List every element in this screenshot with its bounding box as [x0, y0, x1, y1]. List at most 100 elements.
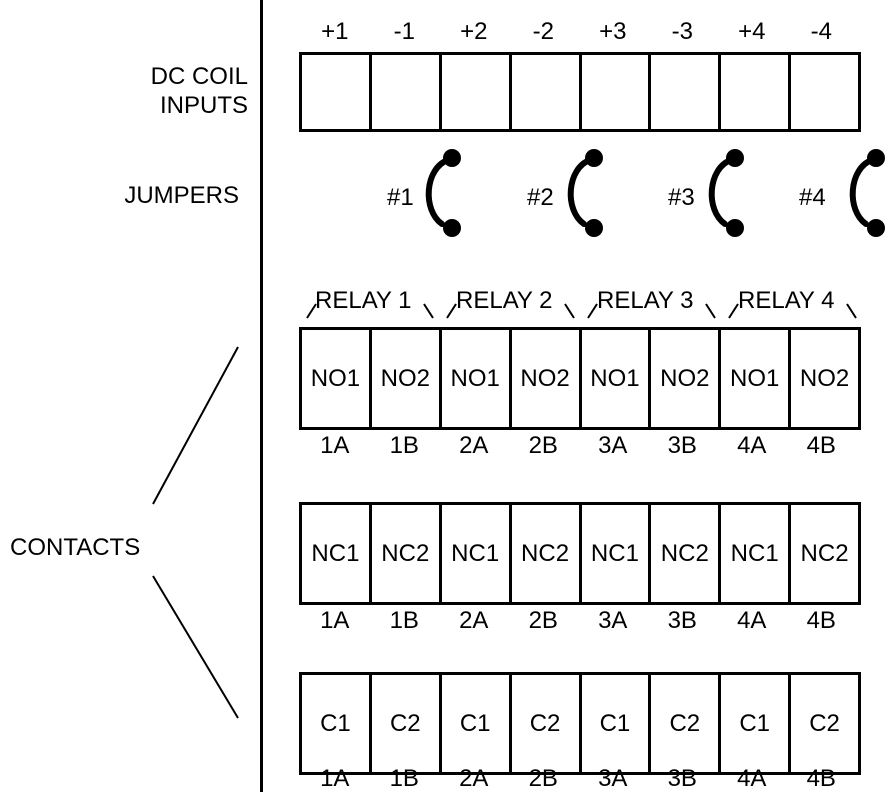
coil-terminal-label: -2: [532, 18, 554, 45]
jumper-pin: [726, 219, 744, 237]
coil-terminal[interactable]: [368, 55, 439, 129]
contact-sublabel: 2A: [459, 432, 489, 459]
contact-sublabel: 1B: [389, 607, 419, 634]
nc-contacts-block: NC1 NC2 NC1 NC2 NC1 NC2 NC1 NC2: [299, 502, 861, 605]
dc-coil-line2: INPUTS: [159, 92, 248, 119]
relay-bracket-tick: [446, 303, 457, 319]
no-contacts-block: NO1 NO2 NO1 NO2 NO1 NO2 NO1 NO2: [299, 327, 861, 430]
contact-sublabel: 2B: [528, 765, 558, 792]
relay-bracket-tick: [728, 303, 739, 319]
common-contact-terminal[interactable]: C1: [718, 675, 788, 772]
no-contact-terminal[interactable]: NO1: [718, 330, 788, 427]
coil-terminal-label: +3: [599, 18, 627, 45]
no-contact-terminal[interactable]: NO1: [578, 330, 649, 427]
coil-terminal[interactable]: [438, 55, 509, 129]
common-contact-terminal[interactable]: C2: [788, 675, 858, 772]
contacts-label: CONTACTS: [10, 534, 141, 561]
jumper-pin: [585, 149, 603, 167]
jumper-pin: [726, 149, 744, 167]
relay-label: RELAY 3: [597, 287, 694, 314]
relay-label: RELAY 4: [738, 287, 835, 314]
no-contact-terminal[interactable]: NO2: [508, 330, 579, 427]
coil-terminal-label: -3: [671, 18, 693, 45]
contact-sublabel: 1A: [320, 765, 350, 792]
contact-sublabel: 3A: [598, 607, 628, 634]
coil-terminal-label: +1: [321, 18, 349, 45]
coil-terminal-label: -1: [393, 18, 415, 45]
coil-terminal[interactable]: [648, 55, 718, 129]
relay-bracket-tick: [423, 303, 434, 319]
common-contact-terminal[interactable]: C1: [320, 709, 351, 737]
no-contact-terminal[interactable]: NO1: [310, 364, 361, 392]
common-contact-terminal[interactable]: C2: [368, 675, 439, 772]
contact-sublabel: 4A: [737, 765, 767, 792]
relay-bracket-tick: [306, 303, 317, 319]
contact-sublabel: 1A: [320, 607, 350, 634]
jumper-wire: [849, 157, 875, 227]
contact-sublabel: 2A: [459, 765, 489, 792]
contact-sublabel: 4A: [737, 432, 767, 459]
relay-label: RELAY 2: [456, 287, 553, 314]
jumpers-label: JUMPERS: [124, 182, 239, 209]
contact-sublabel: 2A: [459, 607, 489, 634]
contact-sublabel: 4A: [737, 607, 767, 634]
no-contact-terminal[interactable]: NO2: [788, 330, 858, 427]
jumper-wire: [708, 157, 734, 227]
relay-bracket-tick: [587, 303, 598, 319]
jumper-pin: [585, 219, 603, 237]
coil-terminal[interactable]: [508, 55, 579, 129]
contact-sublabel: 3A: [598, 765, 628, 792]
jumper-wire: [567, 157, 593, 227]
jumper-label: #4: [799, 184, 826, 211]
contact-sublabel: 1A: [320, 432, 350, 459]
common-contact-sublabels: 1A 1B 2A 2B 3A 3B 4A 4B: [300, 765, 856, 793]
jumper-pin: [867, 219, 885, 237]
no-contact-terminal[interactable]: NO2: [368, 330, 439, 427]
nc-contact-sublabels: 1A 1B 2A 2B 3A 3B 4A 4B: [300, 607, 856, 635]
contact-sublabel: 1B: [389, 432, 419, 459]
nc-contact-terminal[interactable]: NC1: [311, 539, 360, 567]
contact-sublabel: 2B: [528, 432, 558, 459]
common-contacts-block: C1 C2 C1 C2 C1 C2 C1 C2: [299, 672, 861, 775]
no-contact-terminal[interactable]: NO2: [648, 330, 718, 427]
contact-sublabel: 3B: [667, 765, 697, 792]
contact-sublabel: 3B: [667, 432, 697, 459]
nc-contact-terminal[interactable]: NC1: [578, 505, 649, 602]
common-contact-terminal[interactable]: C1: [438, 675, 509, 772]
coil-terminal-labels: +1 -1 +2 -2 +3 -3 +4 -4: [300, 18, 856, 46]
contact-sublabel: 2B: [528, 607, 558, 634]
nc-contact-terminal[interactable]: NC1: [438, 505, 509, 602]
nc-contact-terminal[interactable]: NC2: [788, 505, 858, 602]
contacts-pointer-line: [152, 575, 239, 719]
jumper-label: #2: [527, 184, 554, 211]
nc-contact-terminal[interactable]: NC2: [368, 505, 439, 602]
jumper-pin: [443, 219, 461, 237]
contact-sublabel: 4B: [806, 607, 836, 634]
coil-terminal-label: +2: [460, 18, 488, 45]
common-contact-terminal[interactable]: C2: [508, 675, 579, 772]
panel-edge: [260, 0, 263, 792]
nc-contact-terminal[interactable]: NC1: [718, 505, 788, 602]
common-contact-terminal[interactable]: C1: [578, 675, 649, 772]
coil-terminal-label: +4: [738, 18, 766, 45]
dc-coil-line1: DC COIL: [150, 63, 248, 90]
coil-terminal-block: [299, 52, 861, 132]
jumper-pin: [867, 149, 885, 167]
relay-bracket-tick: [564, 303, 575, 319]
coil-terminal[interactable]: [578, 55, 649, 129]
nc-contact-terminal[interactable]: NC2: [648, 505, 718, 602]
contact-sublabel: 1B: [389, 765, 419, 792]
coil-terminal[interactable]: [718, 55, 788, 129]
jumper-pin: [443, 149, 461, 167]
no-contact-sublabels: 1A 1B 2A 2B 3A 3B 4A 4B: [300, 432, 856, 460]
common-contact-terminal[interactable]: C2: [648, 675, 718, 772]
contact-sublabel: 4B: [806, 432, 836, 459]
relay-label: RELAY 1: [315, 287, 412, 314]
no-contact-terminal[interactable]: NO1: [438, 330, 509, 427]
contact-sublabel: 4B: [806, 765, 836, 792]
coil-terminal[interactable]: [788, 55, 858, 129]
nc-contact-terminal[interactable]: NC2: [508, 505, 579, 602]
dc-coil-inputs-label: DC COIL INPUTS: [40, 62, 248, 120]
contact-sublabel: 3B: [667, 607, 697, 634]
